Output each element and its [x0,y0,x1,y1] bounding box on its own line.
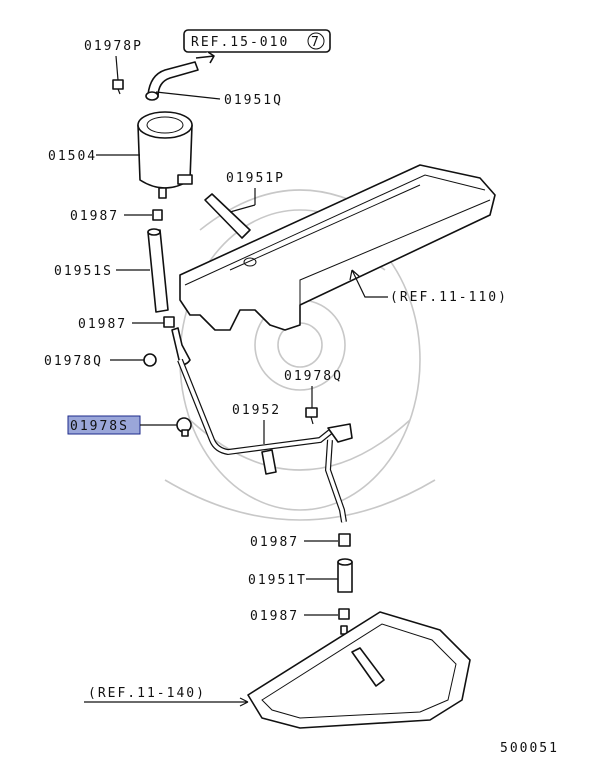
arrow-icon [195,51,215,64]
label-01951s[interactable]: 01951S [54,264,113,279]
leader-line [115,55,119,81]
label-01978q-a[interactable]: 01978Q [44,354,103,369]
bolt-01978q [143,353,157,367]
label-01978s-highlight[interactable]: 01978S [67,415,141,435]
label-01951q[interactable]: 01951Q [224,93,283,108]
bolt-01978s [176,417,192,437]
leader-line [155,91,221,100]
label-ref-11-140[interactable]: (REF.11-140) [88,686,206,701]
label-ref-11-110[interactable]: (REF.11-110) [390,290,508,305]
hose-01951s [147,228,169,313]
label-01504[interactable]: 01504 [48,149,97,164]
tank-01504 [137,111,193,199]
leader-arrow [349,269,388,298]
label-01987-b[interactable]: 01987 [78,317,127,332]
clamp-01987 [163,316,175,328]
label-01987-d[interactable]: 01987 [250,609,299,624]
pipe-01952 [171,327,353,523]
oil-pan [247,611,471,729]
svg-text:REF.15-010: REF.15-010 [191,35,289,50]
valve-cover [179,164,496,331]
label-01987-c[interactable]: 01987 [250,535,299,550]
svg-text:7: 7 [311,35,319,50]
clamp-01987 [338,608,350,620]
hose-01951p [204,193,251,239]
svg-text:01978S: 01978S [70,419,129,434]
clamp-01987 [338,533,351,547]
bolt-01978q [305,407,318,425]
leader-line [229,204,256,213]
label-01951t[interactable]: 01951T [248,573,307,588]
label-01952[interactable]: 01952 [232,403,281,418]
hose-01951t [337,558,353,593]
diagram-number: 500051 [500,741,559,756]
label-01987-a[interactable]: 01987 [70,209,119,224]
clamp-01987 [152,209,163,221]
leader-arrow [84,697,249,707]
ref-15-010-box[interactable]: REF.15-010 7 [183,29,331,53]
label-01978p[interactable]: 01978P [84,39,143,54]
hose-01951q [145,61,199,101]
bolt-01978p [112,79,124,95]
label-01951p[interactable]: 01951P [226,171,285,186]
label-01978q-b[interactable]: 01978Q [284,369,343,384]
